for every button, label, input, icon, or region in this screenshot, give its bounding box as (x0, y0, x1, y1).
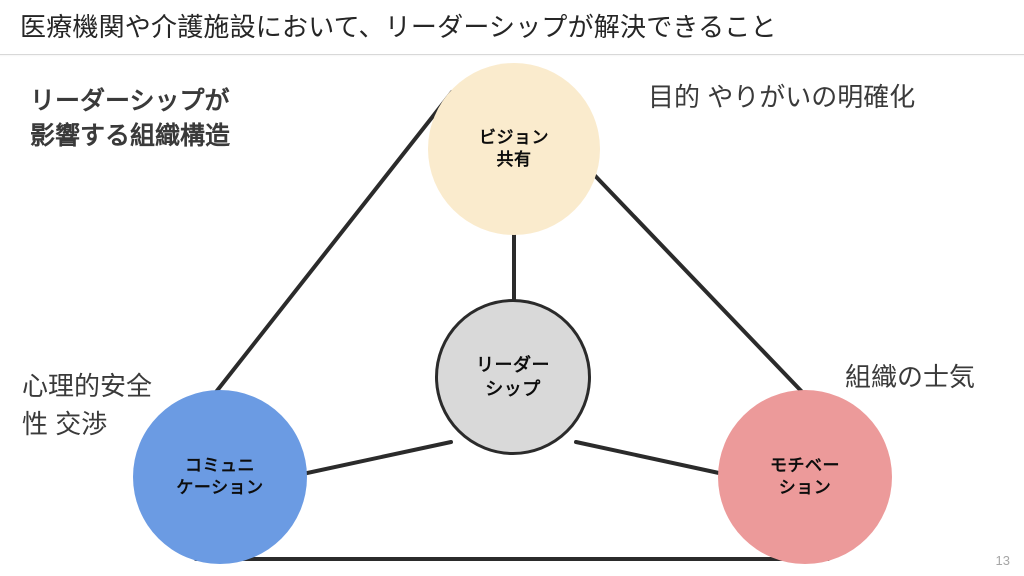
connector-communication-vision (214, 90, 454, 394)
page-title: 医療機関や介護施設において、リーダーシップが解決できること (20, 12, 777, 42)
spoke-leadership-motivation (574, 440, 744, 480)
annotation-psychological-safety: 心理的安全 性 交渉 (22, 371, 153, 439)
connector-vision-motivation (578, 158, 808, 398)
node-vision-label: ビジョン 共有 (479, 128, 549, 169)
node-motivation-label: モチベー ション (770, 456, 840, 497)
node-leadership[interactable]: リーダー シップ (435, 299, 591, 455)
slide-title-bar: 医療機関や介護施設において、リーダーシップが解決できること (0, 0, 1024, 57)
spoke-leadership-communication (282, 440, 453, 480)
page-number: 13 (995, 553, 1010, 568)
node-motivation[interactable]: モチベー ション (718, 390, 892, 564)
annotation-morale: 組織の士気 (845, 362, 976, 392)
diagram-subtitle: リーダーシップが 影響する組織構造 (30, 87, 231, 150)
node-communication-label: コミュニ ケーション (176, 456, 264, 497)
node-communication[interactable]: コミュニ ケーション (133, 390, 307, 564)
annotation-purpose: 目的 やりがいの明確化 (648, 82, 916, 112)
node-leadership-label: リーダー シップ (476, 355, 550, 399)
node-vision[interactable]: ビジョン 共有 (428, 63, 600, 235)
